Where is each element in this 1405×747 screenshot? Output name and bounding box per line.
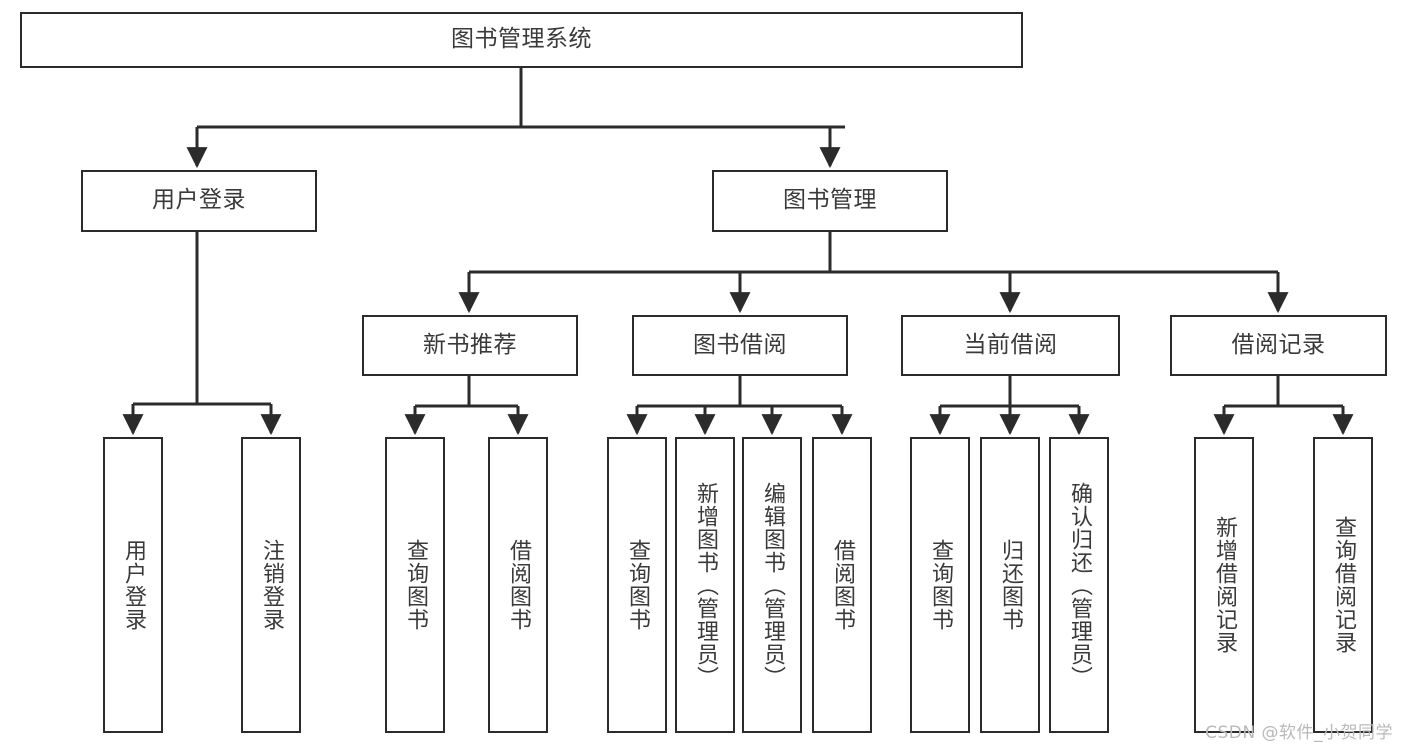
node-label: 查询图书: [402, 539, 428, 631]
node-label: 编辑图书（管理员）: [759, 481, 785, 689]
leaf-confirm-return[interactable]: 确认归还（管理员）: [1049, 437, 1109, 733]
leaf-borrow-book-recommend[interactable]: 借阅图书: [488, 437, 548, 733]
node-new-book-recommend[interactable]: 新书推荐: [362, 315, 578, 376]
node-label: 新增借阅记录: [1211, 516, 1237, 654]
node-label: 用户登录: [152, 187, 246, 214]
node-label: 图书借阅: [693, 331, 787, 358]
node-current-borrow[interactable]: 当前借阅: [901, 315, 1120, 376]
node-label: 借阅图书: [829, 539, 855, 631]
node-label: 归还图书: [997, 539, 1023, 631]
node-label: 查询借阅记录: [1330, 516, 1356, 654]
leaf-edit-book[interactable]: 编辑图书（管理员）: [742, 437, 802, 733]
node-label: 新书推荐: [423, 331, 517, 358]
leaf-add-borrow-record[interactable]: 新增借阅记录: [1194, 437, 1254, 733]
node-user-login[interactable]: 用户登录: [81, 170, 317, 232]
node-label: 确认归还（管理员）: [1066, 481, 1092, 689]
node-borrow-records[interactable]: 借阅记录: [1170, 315, 1387, 376]
node-label: 注销登录: [258, 539, 284, 631]
leaf-query-borrow-record[interactable]: 查询借阅记录: [1313, 437, 1373, 733]
node-label: 图书管理: [783, 187, 877, 214]
leaf-query-book-borrow[interactable]: 查询图书: [607, 437, 667, 733]
node-root-book-management-system[interactable]: 图书管理系统: [20, 12, 1023, 68]
leaf-query-book-recommend[interactable]: 查询图书: [385, 437, 445, 733]
node-book-management[interactable]: 图书管理: [712, 170, 948, 232]
leaf-return-book[interactable]: 归还图书: [980, 437, 1040, 733]
node-label: 借阅图书: [505, 539, 531, 631]
csdn-watermark: CSDN @软件_小贺同学: [1205, 723, 1393, 743]
node-label: 查询图书: [624, 539, 650, 631]
node-label: 借阅记录: [1231, 331, 1326, 358]
node-label: 图书管理系统: [451, 26, 592, 53]
leaf-query-book-current[interactable]: 查询图书: [910, 437, 970, 733]
leaf-logout-login[interactable]: 注销登录: [241, 437, 301, 733]
leaf-add-book[interactable]: 新增图书（管理员）: [675, 437, 735, 733]
node-label: 新增图书（管理员）: [692, 481, 718, 689]
leaf-borrow-book[interactable]: 借阅图书: [812, 437, 872, 733]
node-label: 查询图书: [927, 539, 953, 631]
leaf-user-login[interactable]: 用户登录: [103, 437, 163, 733]
node-label: 当前借阅: [963, 331, 1058, 358]
node-book-borrow[interactable]: 图书借阅: [632, 315, 848, 376]
node-label: 用户登录: [120, 539, 146, 631]
